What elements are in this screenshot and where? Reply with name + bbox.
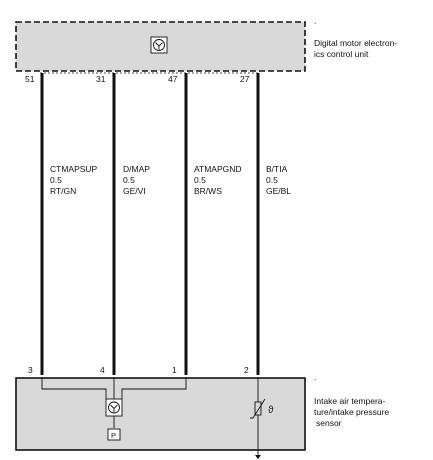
pressure-sensor-icon xyxy=(105,398,123,417)
sensor-pin-2: 2 xyxy=(244,365,249,375)
ecu-icon xyxy=(150,36,168,54)
sensor-label-line2: ture/intake pressure xyxy=(314,407,389,417)
wire-1-signal: CTMAPSUP xyxy=(50,164,98,174)
ecu-label-line1: Digital motor electron- xyxy=(314,38,397,48)
sensor-label-line3: sensor xyxy=(316,418,342,428)
sensor-pin-3: 3 xyxy=(28,365,33,375)
wire-2-signal: D/MAP xyxy=(123,164,150,174)
ecu-box xyxy=(15,21,306,72)
ecu-pin-27: 27 xyxy=(240,74,250,84)
pressure-tag: P xyxy=(111,431,116,440)
ecu-corner-mark: . xyxy=(314,16,316,26)
sensor-pin-1: 1 xyxy=(172,365,177,375)
wire-4-color: GE/BL xyxy=(266,186,291,196)
wire-2-color: GE/VI xyxy=(123,186,146,196)
temperature-symbol: ϑ xyxy=(268,405,274,416)
sensor-internal-wiring xyxy=(41,378,259,455)
wire-1-color: RT/GN xyxy=(50,186,76,196)
sensor-corner-mark: . xyxy=(314,372,316,382)
pressure-tag-box xyxy=(107,428,121,441)
temperature-sensor-icon xyxy=(250,398,266,419)
wire-3-size: 0.5 xyxy=(194,175,206,185)
wire-3-color: BR/WS xyxy=(194,186,222,196)
wire-3-signal: ATMAPGND xyxy=(194,164,242,174)
sensor-pin-4: 4 xyxy=(100,365,105,375)
wire-4-signal: B/TIA xyxy=(266,164,288,174)
wire-4-size: 0.5 xyxy=(266,175,278,185)
wire-1-size: 0.5 xyxy=(50,175,62,185)
ecu-pin-31: 31 xyxy=(96,74,106,84)
ecu-pin-47: 47 xyxy=(168,74,178,84)
sensor-label-line1: Intake air tempera- xyxy=(314,396,386,406)
ecu-pin-51: 51 xyxy=(25,74,35,84)
wire-2-size: 0.5 xyxy=(123,175,135,185)
ground-arrow-icon xyxy=(255,455,261,459)
ecu-label-line2: ics control unit xyxy=(314,49,369,59)
